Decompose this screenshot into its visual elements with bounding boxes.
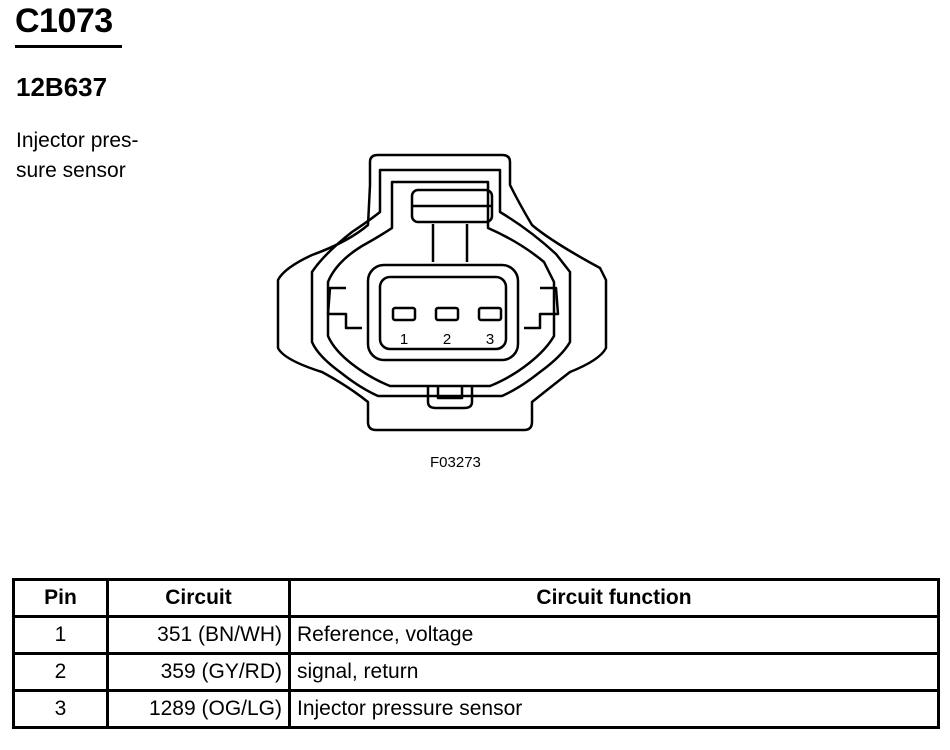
connector-housing-inner xyxy=(310,168,572,398)
connector-housing-outer xyxy=(276,153,608,432)
pin-label-2: 2 xyxy=(443,331,451,348)
cell-function: Reference, voltage xyxy=(288,615,940,655)
column-header-function: Circuit function xyxy=(288,578,940,618)
bottom-key xyxy=(426,386,474,410)
cell-function: Injector pressure sensor xyxy=(288,689,940,729)
cell-circuit: 351 (BN/WH) xyxy=(106,615,291,655)
bottom-key-inner xyxy=(436,386,464,400)
description-line: sure sensor xyxy=(16,159,126,182)
pin-label-1: 1 xyxy=(400,331,408,348)
side-latch-left xyxy=(326,286,362,330)
pin-2 xyxy=(434,306,460,322)
table-row: 2 359 (GY/RD) signal, return xyxy=(12,652,940,692)
table-row: 3 1289 (OG/LG) Injector pressure sensor xyxy=(12,689,940,729)
part-number: 12B637 xyxy=(16,72,108,102)
connector-housing-recess xyxy=(326,180,556,388)
pin-cavity-outer xyxy=(366,263,520,362)
connector-drawing: 1 2 3 xyxy=(276,153,608,432)
cell-circuit: 359 (GY/RD) xyxy=(106,652,291,692)
figure-code: F03273 xyxy=(430,454,481,471)
column-header-pin: Pin xyxy=(12,578,109,618)
pin-1 xyxy=(391,306,417,322)
pin-label-3: 3 xyxy=(486,331,494,348)
connector-id: C1073 xyxy=(15,2,113,40)
pin-cavity-inner xyxy=(378,275,508,351)
side-latch-right xyxy=(524,286,560,330)
description-line: Injector pres- xyxy=(16,129,139,152)
cell-pin: 2 xyxy=(12,652,109,692)
connector-description: Injector pres- sure sensor xyxy=(16,126,176,186)
connector-id-underline xyxy=(15,45,122,48)
cell-circuit: 1289 (OG/LG) xyxy=(106,689,291,729)
pinout-table: Pin Circuit Circuit function 1 351 (BN/W… xyxy=(12,578,940,729)
table-row: 1 351 (BN/WH) Reference, voltage xyxy=(12,615,940,655)
cell-pin: 3 xyxy=(12,689,109,729)
cell-function: signal, return xyxy=(288,652,940,692)
pin-3 xyxy=(477,306,503,322)
table-header-row: Pin Circuit Circuit function xyxy=(12,578,940,618)
cell-pin: 1 xyxy=(12,615,109,655)
column-header-circuit: Circuit xyxy=(106,578,291,618)
